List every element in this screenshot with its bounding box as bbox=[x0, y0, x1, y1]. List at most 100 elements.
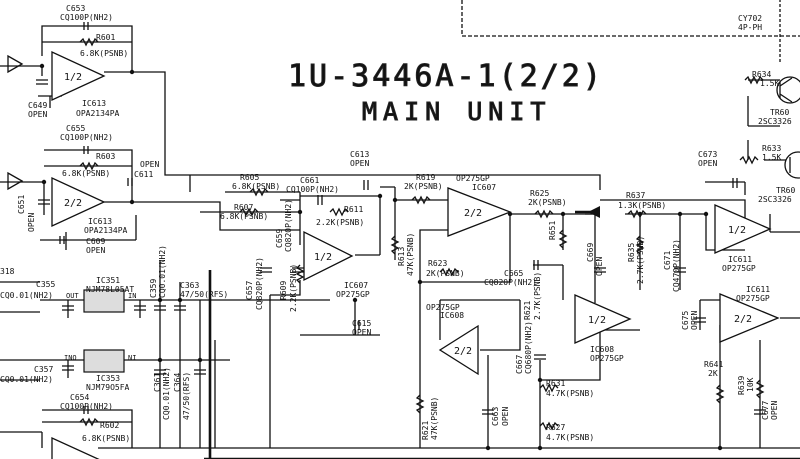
transistors-1-ref-label: TR60 bbox=[776, 186, 795, 195]
labels-r621bv-label: 2.7K(PSNB) bbox=[533, 272, 542, 320]
labels-c669v-label: OPEN bbox=[595, 257, 604, 276]
labels-c357v-label: CQ0.01(NH2) bbox=[0, 375, 53, 384]
labels-r611-label: R611 bbox=[344, 205, 363, 214]
labels-r601-label: R601 bbox=[96, 33, 115, 42]
labels-r621v-label: 47K(PSNB) bbox=[430, 397, 439, 440]
labels-c654-label: C654 bbox=[70, 393, 89, 402]
corner-value: 4P-PH bbox=[738, 23, 762, 32]
labels-c675v-label: OPEN bbox=[690, 311, 699, 330]
labels-c613-label: C613 bbox=[350, 150, 369, 159]
labels-c653v-label: CQ100P(NH2) bbox=[60, 13, 113, 22]
labels-r621b-label: R621 bbox=[523, 301, 532, 320]
labels-c667-label: C667 bbox=[515, 355, 524, 374]
labels-r619v-label: 2K(PSNB) bbox=[404, 182, 443, 191]
labels-r623v-label: 2K(PSNB) bbox=[426, 269, 465, 278]
signal-arrow bbox=[588, 206, 600, 218]
labels-r641v-label: 2K bbox=[708, 369, 718, 378]
opamps-1-unit-label: 2/2 bbox=[64, 198, 82, 209]
labels-c659-label: C659 bbox=[275, 229, 284, 248]
junction-dots bbox=[39, 63, 723, 451]
labels-c363-label: C363 bbox=[180, 281, 199, 290]
labels-c613v-label: OPEN bbox=[350, 159, 369, 168]
labels-c663v-label: OPEN bbox=[501, 407, 510, 426]
opamps-3-ref-label: IC607 bbox=[344, 281, 368, 290]
regulators-0-pin_right-label: IN bbox=[128, 292, 136, 300]
opamps-2-unit-label: 2/2 bbox=[464, 208, 482, 219]
opamps-5-ref-label: IC608 bbox=[590, 345, 614, 354]
labels-r602-label: R602 bbox=[100, 421, 119, 430]
labels-r637-label: R637 bbox=[626, 191, 645, 200]
labels-r603-label: R603 bbox=[96, 152, 115, 161]
labels-c615v-label: OPEN bbox=[352, 328, 371, 337]
opamp-ic613-a: 1/2 bbox=[51, 50, 106, 102]
labels-c649v-label: OPEN bbox=[28, 110, 47, 119]
component-labels: C653 CQ100P(NH2) R601 6.8K(PSNB) C649 OP… bbox=[0, 4, 781, 443]
regulators-0-part-label: NJM78L05AT bbox=[86, 285, 134, 294]
labels-c667v-label: CQ680P(NH2) bbox=[524, 321, 533, 374]
labels-r607v-label: 6.8K(PSNB) bbox=[220, 212, 268, 221]
labels-c359-label: C359 bbox=[149, 279, 158, 298]
labels-c361v-label: CQ0.01(NH2) bbox=[162, 367, 171, 420]
opamps-1-part-label: OPA2134PA bbox=[84, 226, 128, 235]
labels-r611v-label: 2.2K(PSNB) bbox=[316, 218, 364, 227]
labels-c677-label: C677 bbox=[761, 401, 770, 420]
labels-r609-label: R609 bbox=[279, 281, 288, 300]
opamp-ic608-b: 2/2 bbox=[438, 324, 479, 376]
labels-c659v-label: CQ820P(NH2) bbox=[284, 199, 293, 252]
labels-c655v-label: CQ100P(NH2) bbox=[60, 133, 113, 142]
labels-r619-label: R619 bbox=[416, 173, 435, 182]
opamps-5-unit-label: 1/2 bbox=[588, 315, 606, 326]
opamps-7-part-label: OP275GP bbox=[736, 294, 770, 303]
labels-c665-label: C665 bbox=[504, 269, 523, 278]
opamps-0-unit-label: 1/2 bbox=[64, 72, 82, 83]
labels-r602v-label: 6.8K(PSNB) bbox=[82, 434, 130, 443]
ic-labels: IC613 OPA2134PA IC613 OPA2134PA IC607 OP… bbox=[76, 99, 795, 392]
labels-c357-label: C357 bbox=[34, 365, 53, 374]
labels-c657-label: C657 bbox=[245, 281, 254, 300]
regulator-ic351: OUT IN bbox=[66, 289, 136, 313]
labels-c359v-label: CQ0.01(NH2) bbox=[158, 245, 167, 298]
opamps-2-part-label: OP275GP bbox=[456, 174, 490, 183]
regulator-ic353: INO NI bbox=[64, 349, 136, 373]
labels-r635v-label: 2.7K(PSNB) bbox=[636, 236, 645, 284]
labels-r621-label: R621 bbox=[421, 421, 430, 440]
opamps-7-ref-label: IC611 bbox=[746, 285, 770, 294]
labels-c661-label: C661 bbox=[300, 176, 319, 185]
labels-c665v-label: CQ820P(NH2) bbox=[484, 278, 537, 287]
labels-c653-label: C653 bbox=[66, 4, 85, 13]
labels-c673v-label: OPEN bbox=[698, 159, 717, 168]
transistors-1-part-label: 2SC3326 bbox=[758, 195, 792, 204]
labels-c611v-label: OPEN bbox=[140, 160, 159, 169]
transistors-0-part-label: 2SC3326 bbox=[758, 117, 792, 126]
labels-c611-label: C611 bbox=[134, 170, 153, 179]
opamp-ic608-a: 1/2 bbox=[574, 294, 632, 344]
labels-r627v-label: 4.7K(PSNB) bbox=[546, 433, 594, 442]
labels-c651v-label: OPEN bbox=[27, 213, 36, 232]
opamp-ic607-a: 1/2 bbox=[303, 230, 354, 282]
opamp-ic607-b: 2/2 bbox=[447, 187, 512, 237]
labels-r635-label: R635 bbox=[627, 243, 636, 262]
opamps-4-ref-label: IC608 bbox=[440, 311, 464, 320]
labels-c363v-label: 47/50(RFS) bbox=[180, 290, 228, 299]
labels-r603v-label: 6.8K(PSNB) bbox=[62, 169, 110, 178]
wires bbox=[0, 25, 800, 449]
regulators-1-pin_left-label: INO bbox=[64, 354, 77, 362]
labels-c677v-label: OPEN bbox=[770, 401, 779, 420]
resistors bbox=[79, 37, 765, 431]
regulators-1-part-label: NJM79O5FA bbox=[86, 383, 130, 392]
labels-c649-label: C649 bbox=[28, 101, 47, 110]
labels-r609v-label: 2.2K(PSNB) bbox=[289, 264, 298, 312]
opamps-7-unit-label: 2/2 bbox=[734, 314, 752, 325]
transistor-bottom bbox=[784, 151, 800, 179]
labels-c355-label: C355 bbox=[36, 280, 55, 289]
opamp-ic611-b: 2/2 bbox=[719, 293, 780, 343]
regulators-1-ref-label: IC353 bbox=[96, 374, 120, 383]
opamps-4-part-label: OP275GP bbox=[426, 303, 460, 312]
labels-edge318-label: 318 bbox=[0, 267, 15, 276]
opamps-6-part-label: OP275GP bbox=[722, 264, 756, 273]
labels-r613v-label: 47K(PSNB) bbox=[406, 233, 415, 276]
labels-r631-label: R631 bbox=[546, 379, 565, 388]
labels-r613-label: R613 bbox=[397, 247, 406, 266]
opamps-2-ref-label: IC607 bbox=[472, 183, 496, 192]
